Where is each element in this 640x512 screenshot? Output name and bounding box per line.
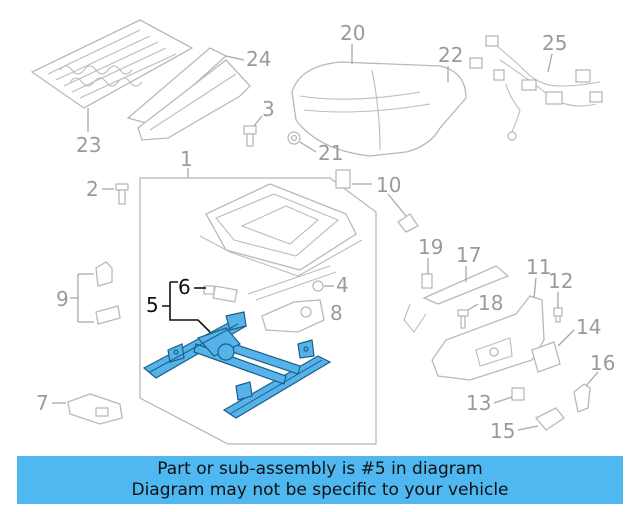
part-19-switch <box>421 273 433 289</box>
callout-2: 2 <box>86 177 99 201</box>
banner-line-2: Diagram may not be specific to your vehi… <box>131 480 509 500</box>
info-banner: Part or sub-assembly is #5 in diagram Di… <box>17 456 623 504</box>
callout-3: 3 <box>262 97 275 121</box>
part-17-lever <box>403 265 510 333</box>
callout-16: 16 <box>590 351 615 375</box>
callout-20: 20 <box>340 21 365 45</box>
callout-23: 23 <box>76 133 101 157</box>
callout-6: 6 <box>178 275 191 299</box>
callout-9: 9 <box>56 287 69 311</box>
callout-15: 15 <box>490 419 515 443</box>
callout-24: 24 <box>246 47 271 71</box>
callout-10: 10 <box>376 173 401 197</box>
part-16-trim <box>573 383 591 413</box>
part-15-knob <box>534 407 565 431</box>
leader-5 <box>162 281 211 333</box>
callout-11: 11 <box>526 255 551 279</box>
part-1-group-frame <box>139 177 377 445</box>
part-12-screw <box>553 307 563 323</box>
leader-18 <box>467 303 479 311</box>
part-3-bolt <box>243 125 257 147</box>
callout-7: 7 <box>36 391 49 415</box>
leader-10b <box>387 193 407 217</box>
leader-14 <box>557 329 575 347</box>
leader-24 <box>225 55 245 61</box>
part-2-bolt <box>115 183 129 205</box>
part-9-brackets <box>95 261 121 325</box>
callout-12: 12 <box>548 269 573 293</box>
callout-18: 18 <box>478 291 503 315</box>
part-10-clip <box>335 169 419 233</box>
part-18-screw <box>457 309 469 329</box>
callout-8: 8 <box>330 301 343 325</box>
leader-15 <box>517 425 539 431</box>
callout-21: 21 <box>318 141 343 165</box>
part-14-switch <box>531 341 561 373</box>
part-5-seat-track <box>142 311 332 419</box>
leader-21 <box>299 141 317 153</box>
leader-13 <box>493 396 513 404</box>
part-7-mount <box>67 393 123 425</box>
part-23-heater-mat <box>30 19 194 109</box>
part-13-knob <box>511 387 525 401</box>
callout-5: 5 <box>146 293 159 317</box>
callout-14: 14 <box>576 315 601 339</box>
callout-1: 1 <box>180 147 193 171</box>
callout-13: 13 <box>466 391 491 415</box>
part-11-side-shield <box>431 295 545 381</box>
part-25-wiring-harness <box>469 35 603 141</box>
leader-16 <box>585 371 599 387</box>
callout-25: 25 <box>542 31 567 55</box>
leader-3 <box>253 115 263 127</box>
part-6-motor <box>203 285 238 303</box>
part-24-side-panel <box>126 47 251 141</box>
part-4-bolt <box>312 280 324 292</box>
leader-11 <box>533 277 537 299</box>
banner-line-1: Part or sub-assembly is #5 in diagram <box>157 459 483 479</box>
seat-frame <box>199 183 363 301</box>
leader-25 <box>547 53 553 73</box>
part-20-cushion-pad <box>291 61 467 157</box>
part-8-motor <box>261 299 325 333</box>
parts-diagram: 23 24 3 20 22 21 25 <box>30 19 615 445</box>
leader-9 <box>70 273 94 323</box>
callout-4: 4 <box>336 273 349 297</box>
callout-22: 22 <box>438 43 463 67</box>
part-21-clip <box>287 131 301 145</box>
callout-19: 19 <box>418 235 443 259</box>
callout-17: 17 <box>456 243 481 267</box>
